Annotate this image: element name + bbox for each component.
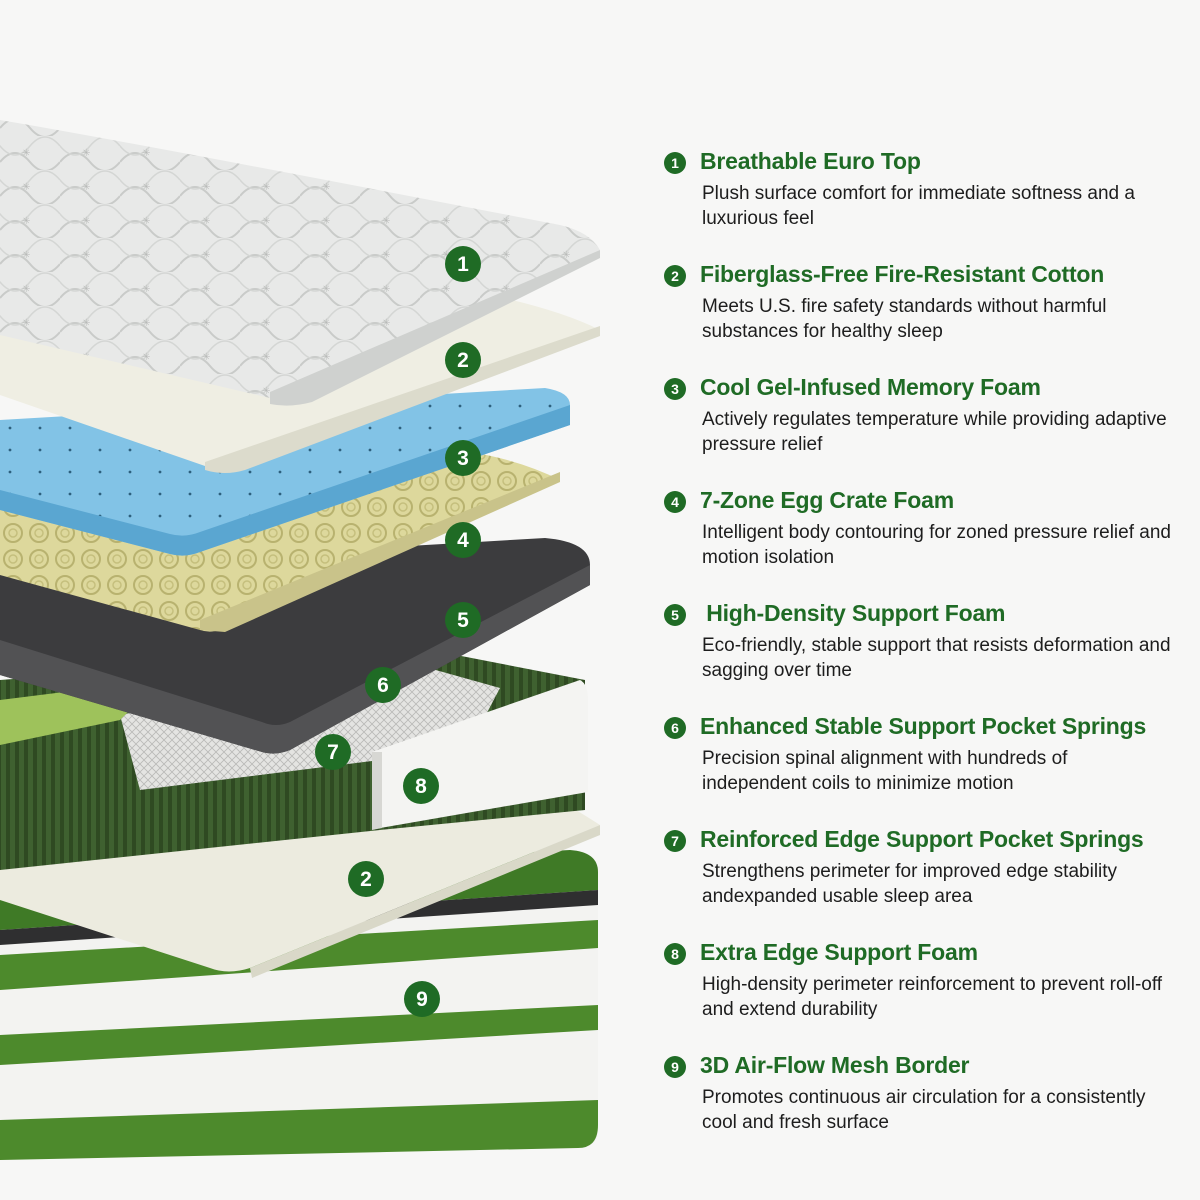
feature-description: Strengthens perimeter for improved edge … bbox=[702, 861, 1118, 907]
feature-number-badge: 7 bbox=[664, 830, 686, 852]
layer-marker-3: 3 bbox=[445, 440, 481, 476]
feature-title: 3D Air-Flow Mesh Border bbox=[700, 1052, 970, 1078]
feature-number-badge: 3 bbox=[664, 378, 686, 400]
feature-egg-crate-foam: 4 7-Zone Egg Crate Foam Intelligent body… bbox=[664, 487, 1184, 600]
feature-number-badge: 6 bbox=[664, 717, 686, 739]
feature-title: Reinforced Edge Support Pocket Springs bbox=[700, 826, 1144, 852]
feature-title: Breathable Euro Top bbox=[700, 148, 921, 174]
feature-pocket-springs: 6 Enhanced Stable Support Pocket Springs… bbox=[664, 713, 1184, 826]
feature-euro-top: 1 Breathable Euro Top Plush surface comf… bbox=[664, 148, 1184, 261]
svg-text:6: 6 bbox=[377, 674, 389, 697]
feature-number-badge: 8 bbox=[664, 943, 686, 965]
feature-number-badge: 1 bbox=[664, 152, 686, 174]
feature-description: Precision spinal alignment with hundreds… bbox=[702, 748, 1068, 794]
feature-fire-resistant-cotton: 2 Fiberglass-Free Fire-Resistant Cotton … bbox=[664, 261, 1184, 374]
feature-title: 7-Zone Egg Crate Foam bbox=[700, 487, 954, 513]
feature-number-badge: 9 bbox=[664, 1056, 686, 1078]
svg-text:5: 5 bbox=[457, 609, 469, 632]
feature-title: High-Density Support Foam bbox=[700, 600, 1006, 626]
svg-text:4: 4 bbox=[457, 529, 469, 552]
layer-marker-5: 5 bbox=[445, 602, 481, 638]
layer-marker-1: 1 bbox=[445, 246, 481, 282]
feature-edge-pocket-springs: 7 Reinforced Edge Support Pocket Springs… bbox=[664, 826, 1184, 939]
feature-title: Cool Gel-Infused Memory Foam bbox=[700, 374, 1041, 400]
layer-marker-8: 8 bbox=[403, 768, 439, 804]
svg-text:1: 1 bbox=[457, 253, 469, 276]
feature-number-badge: 5 bbox=[664, 604, 686, 626]
feature-title: Extra Edge Support Foam bbox=[700, 939, 978, 965]
feature-description: Intelligent body contouring for zoned pr… bbox=[702, 522, 1171, 568]
feature-number-badge: 2 bbox=[664, 265, 686, 287]
feature-list: 1 Breathable Euro Top Plush surface comf… bbox=[664, 148, 1184, 1165]
feature-title: Enhanced Stable Support Pocket Springs bbox=[700, 713, 1147, 739]
feature-mesh-border: 9 3D Air-Flow Mesh Border Promotes conti… bbox=[664, 1052, 1184, 1165]
layer-euro-top bbox=[0, 120, 600, 406]
feature-description: Eco-friendly, stable support that resist… bbox=[702, 635, 1171, 681]
feature-gel-memory-foam: 3 Cool Gel-Infused Memory Foam Actively … bbox=[664, 374, 1184, 487]
svg-text:9: 9 bbox=[416, 988, 428, 1011]
svg-text:2: 2 bbox=[360, 868, 372, 891]
feature-description: High-density perimeter reinforcement to … bbox=[702, 974, 1163, 1020]
feature-description: Meets U.S. fire safety standards without… bbox=[702, 296, 1107, 342]
layer-marker-4: 4 bbox=[445, 522, 481, 558]
layer-marker-6: 6 bbox=[365, 667, 401, 703]
feature-edge-support-foam: 8 Extra Edge Support Foam High-density p… bbox=[664, 939, 1184, 1052]
feature-title: Fiberglass-Free Fire-Resistant Cotton bbox=[700, 261, 1105, 287]
layer-marker-2: 2 bbox=[445, 342, 481, 378]
layer-marker-2-bottom: 2 bbox=[348, 861, 384, 897]
feature-number-badge: 4 bbox=[664, 491, 686, 513]
svg-text:8: 8 bbox=[415, 775, 427, 798]
mattress-layers-illustration: ✳ bbox=[0, 120, 600, 1160]
layer-marker-9: 9 bbox=[404, 981, 440, 1017]
layer-marker-7: 7 bbox=[315, 734, 351, 770]
svg-text:7: 7 bbox=[327, 741, 339, 764]
feature-description: Promotes continuous air circulation for … bbox=[702, 1087, 1146, 1133]
feature-description: Actively regulates temperature while pro… bbox=[702, 409, 1167, 455]
svg-text:3: 3 bbox=[457, 447, 469, 470]
feature-support-foam: 5 High-Density Support Foam Eco-friendly… bbox=[664, 600, 1184, 713]
feature-description: Plush surface comfort for immediate soft… bbox=[702, 183, 1135, 229]
svg-text:2: 2 bbox=[457, 349, 469, 372]
